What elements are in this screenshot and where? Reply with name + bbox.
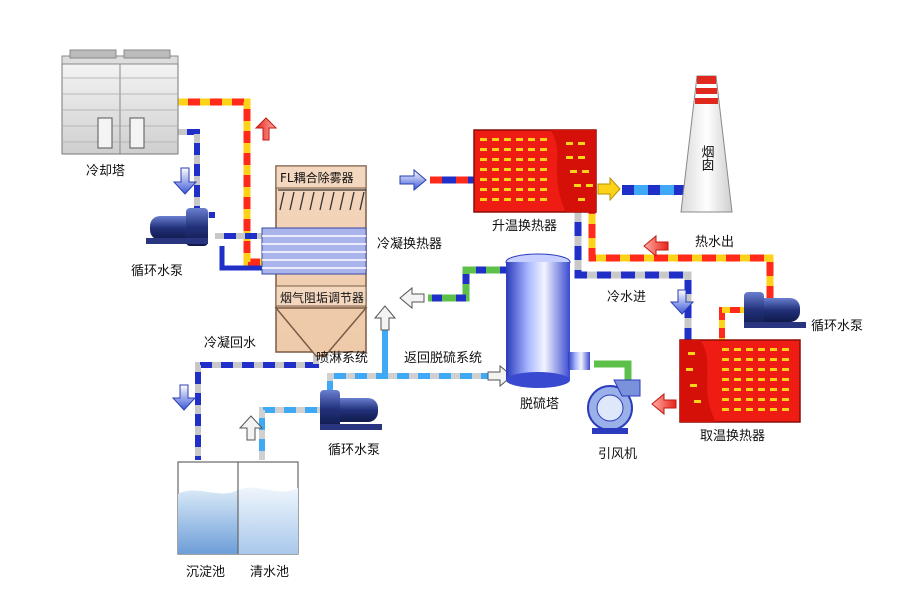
arrow-left-icon	[643, 234, 669, 258]
heating-exchanger	[473, 129, 597, 213]
desulf-tower	[505, 253, 590, 388]
pump-right-label: 循环水泵	[811, 319, 863, 334]
flue-regulator	[275, 285, 367, 307]
heating-exchanger-label: 升温换热器	[492, 219, 557, 234]
cooling-tower-label: 冷却塔	[86, 164, 125, 179]
pump-icon	[146, 208, 208, 246]
return-desulf-label: 返回脱硫系统	[404, 351, 482, 366]
demister-blades	[278, 189, 366, 211]
arrow-up-icon	[254, 117, 278, 141]
heat-extractor-label: 取温换热器	[700, 429, 765, 444]
arrow-right-icon	[597, 176, 621, 202]
cooling-tower-door-right	[129, 117, 145, 149]
hot-pipe-tower-supply	[178, 98, 262, 266]
cooling-tower-door-left	[97, 117, 113, 149]
light-pipe-spray	[259, 373, 510, 460]
arrow-up-icon	[373, 305, 397, 331]
pump-icon	[744, 292, 806, 328]
arrow-down-icon	[669, 289, 695, 315]
condenser-tubes	[261, 227, 367, 275]
pump-icon	[320, 390, 382, 430]
heater-grid	[480, 138, 593, 201]
extractor-grid	[686, 348, 789, 411]
arrow-down-icon	[172, 167, 198, 195]
arrow-left-icon	[399, 286, 425, 310]
arrow-down-icon	[171, 384, 197, 411]
hot-water-out-label: 热水出	[695, 235, 734, 250]
arrow-right-icon	[399, 168, 427, 192]
fl-demister	[275, 165, 367, 189]
desulf-tower-label: 脱硫塔	[520, 397, 559, 412]
arrow-up-icon	[238, 415, 264, 441]
condensate-return-label: 冷凝回水	[204, 335, 256, 351]
heat-extractor	[679, 339, 801, 423]
chimney	[680, 75, 733, 213]
condenser-label: 冷凝换热器	[377, 236, 442, 252]
settling-pool-label: 沉淀池	[186, 565, 225, 580]
spray-system-label: 喷淋系统	[316, 351, 368, 366]
central-vessel	[261, 165, 368, 357]
fan-icon	[587, 379, 641, 434]
pools	[177, 461, 299, 555]
clear-pool-label: 清水池	[250, 565, 289, 580]
flue-regulator-label: 烟气阻垢调节器	[280, 290, 364, 305]
cooling-tower	[61, 49, 179, 155]
fl-demister-label: FL耦合除雾器	[280, 170, 354, 185]
arrow-left-icon	[651, 392, 677, 416]
fan-label: 引风机	[598, 447, 637, 462]
chimney-label: 烟囱	[699, 145, 715, 171]
pump-left-label: 循环水泵	[131, 264, 183, 279]
pump-middle-label: 循环水泵	[328, 443, 380, 458]
green-pipe-fan	[594, 360, 632, 380]
cold-water-in-label: 冷水进	[607, 290, 646, 305]
